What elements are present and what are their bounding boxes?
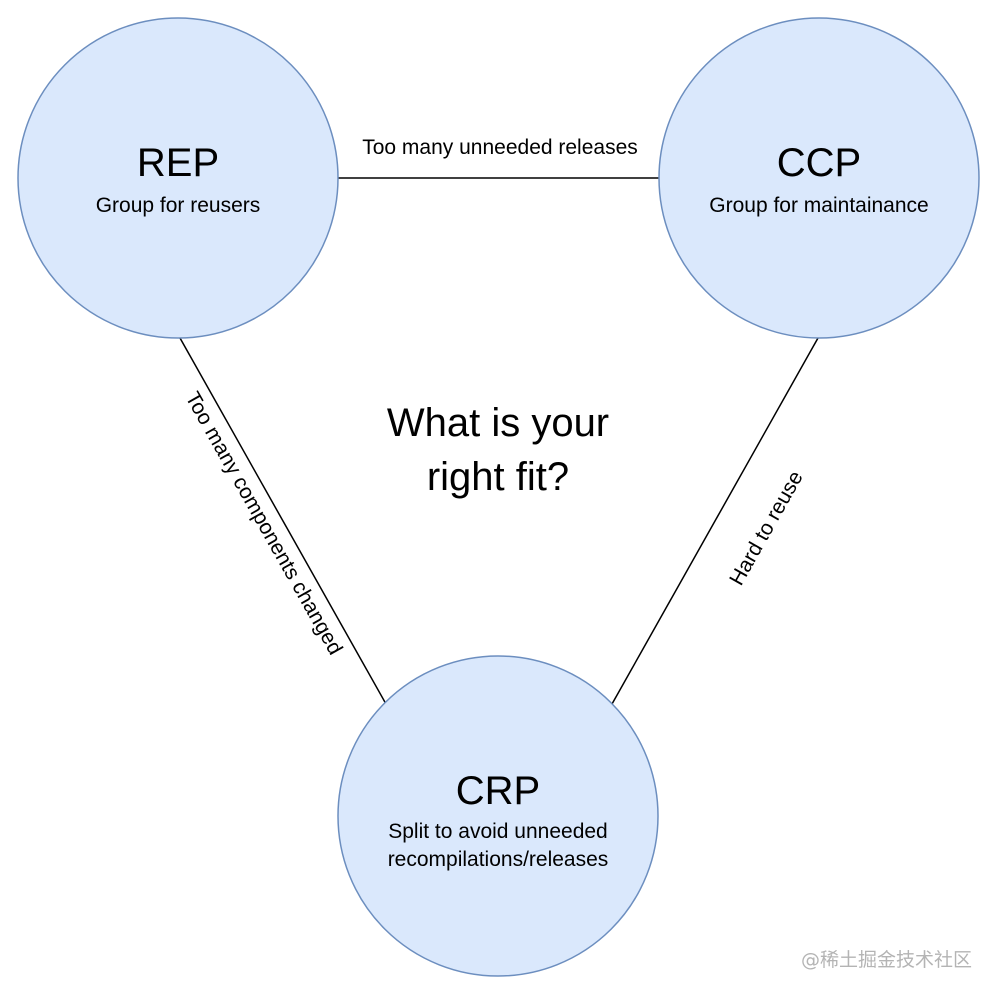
node-ccp-subtitle: Group for maintainance [709, 194, 928, 217]
node-rep-circle [17, 17, 339, 339]
edge-label-rep-crp: Too many components changed [181, 388, 347, 659]
edge-label-rep-ccp: Too many unneeded releases [362, 136, 638, 159]
node-ccp-title: CCP [777, 141, 861, 185]
node-crp-title: CRP [456, 769, 540, 813]
node-rep-title: REP [137, 141, 219, 185]
edge-rep-crp [179, 337, 387, 705]
edge-ccp-crp [611, 337, 819, 705]
center-question-line2: right fit? [427, 455, 569, 499]
node-ccp-circle [658, 17, 980, 339]
node-crp-subtitle-line2: recompilations/releases [388, 848, 609, 871]
watermark-text: @稀土掘金技术社区 [801, 949, 972, 971]
center-question-line1: What is your [387, 401, 609, 445]
node-crp-circle [337, 655, 659, 977]
node-crp-subtitle-line1: Split to avoid unneeded [388, 820, 608, 843]
node-rep-subtitle: Group for reusers [96, 194, 261, 217]
edge-label-ccp-crp: Hard to reuse [725, 467, 807, 589]
